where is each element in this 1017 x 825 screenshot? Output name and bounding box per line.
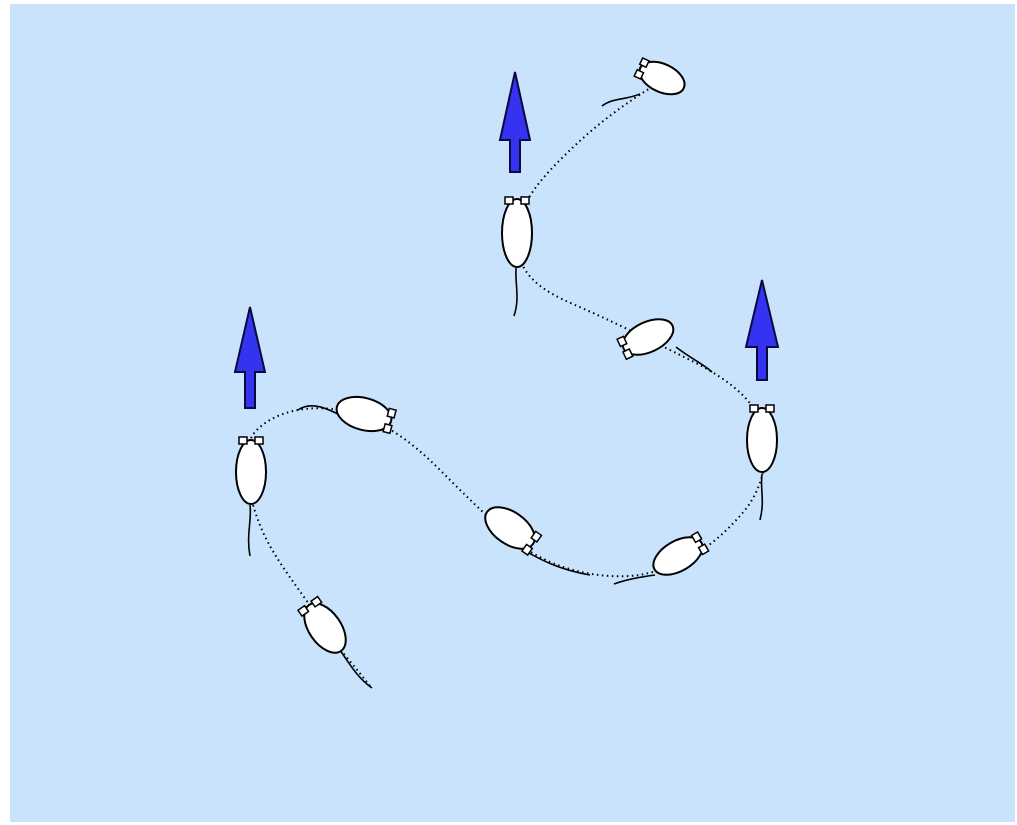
mouse-icon	[633, 56, 686, 96]
arrow-up-icon	[498, 71, 532, 173]
mouse-icon	[746, 404, 778, 473]
mouse-icon	[335, 395, 398, 435]
diagram-canvas	[10, 4, 1015, 822]
mouse-icon	[296, 595, 347, 654]
mouse-icon	[652, 530, 710, 576]
mouse-icon	[616, 318, 675, 361]
tail-marks	[247, 93, 764, 689]
trajectory-path	[245, 84, 767, 687]
mouse-trajectory-diagram	[233, 56, 780, 689]
mouse-icon	[235, 436, 267, 505]
mouse-icon	[501, 196, 533, 268]
arrow-up-icon	[233, 306, 267, 409]
mouse-icon	[484, 506, 543, 557]
arrow-up-icon	[744, 279, 780, 381]
